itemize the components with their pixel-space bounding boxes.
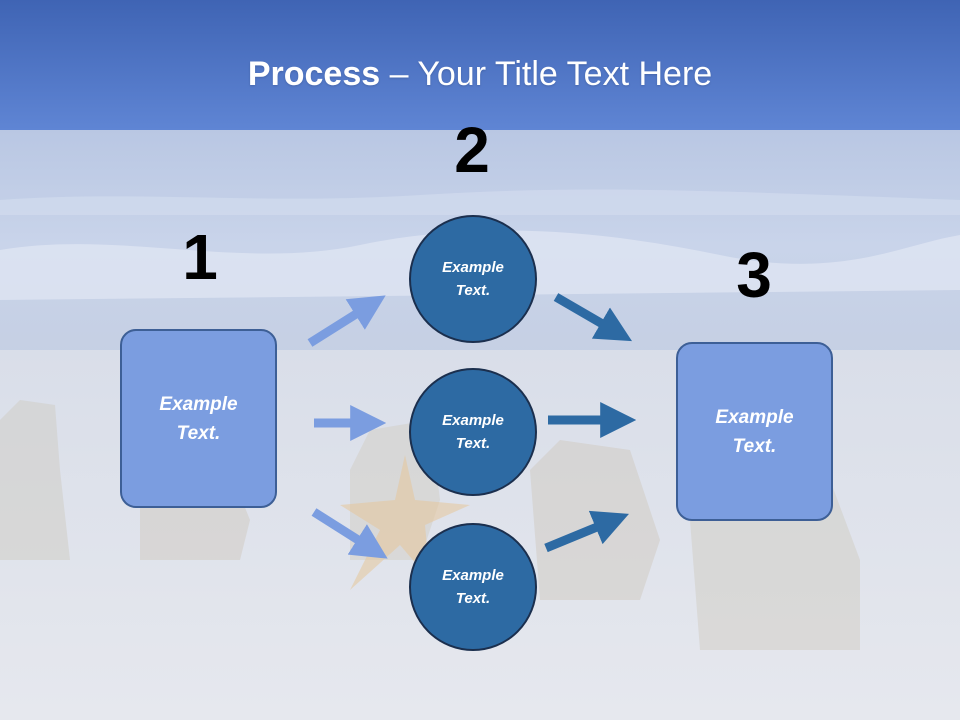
slide-title: Process – Your Title Text Here <box>0 52 960 96</box>
circle-middle-text: Example Text. <box>442 412 504 452</box>
circle-top-text: Example Text. <box>442 259 504 299</box>
left-box: Example Text. <box>120 329 277 508</box>
title-bold: Process <box>247 55 381 93</box>
step-number-1: 1 <box>182 221 218 293</box>
arrow-bottom-to-3 <box>544 510 629 553</box>
circle-middle: Example Text. <box>409 368 537 496</box>
step-number-2: 2 <box>454 114 490 186</box>
right-box-text: Example Text. <box>715 406 794 457</box>
arrow-1-to-top <box>307 295 386 347</box>
circle-top: Example Text. <box>409 215 537 343</box>
arrow-1-to-bottom <box>311 508 388 559</box>
circle-bottom-text: Example Text. <box>442 567 504 607</box>
left-box-text: Example Text. <box>159 393 238 444</box>
circle-bottom: Example Text. <box>409 523 537 651</box>
right-box: Example Text. <box>676 342 833 521</box>
arrow-top-to-3 <box>553 293 633 342</box>
step-number-3: 3 <box>736 239 772 311</box>
title-rest: – Your Title Text Here <box>380 55 713 93</box>
